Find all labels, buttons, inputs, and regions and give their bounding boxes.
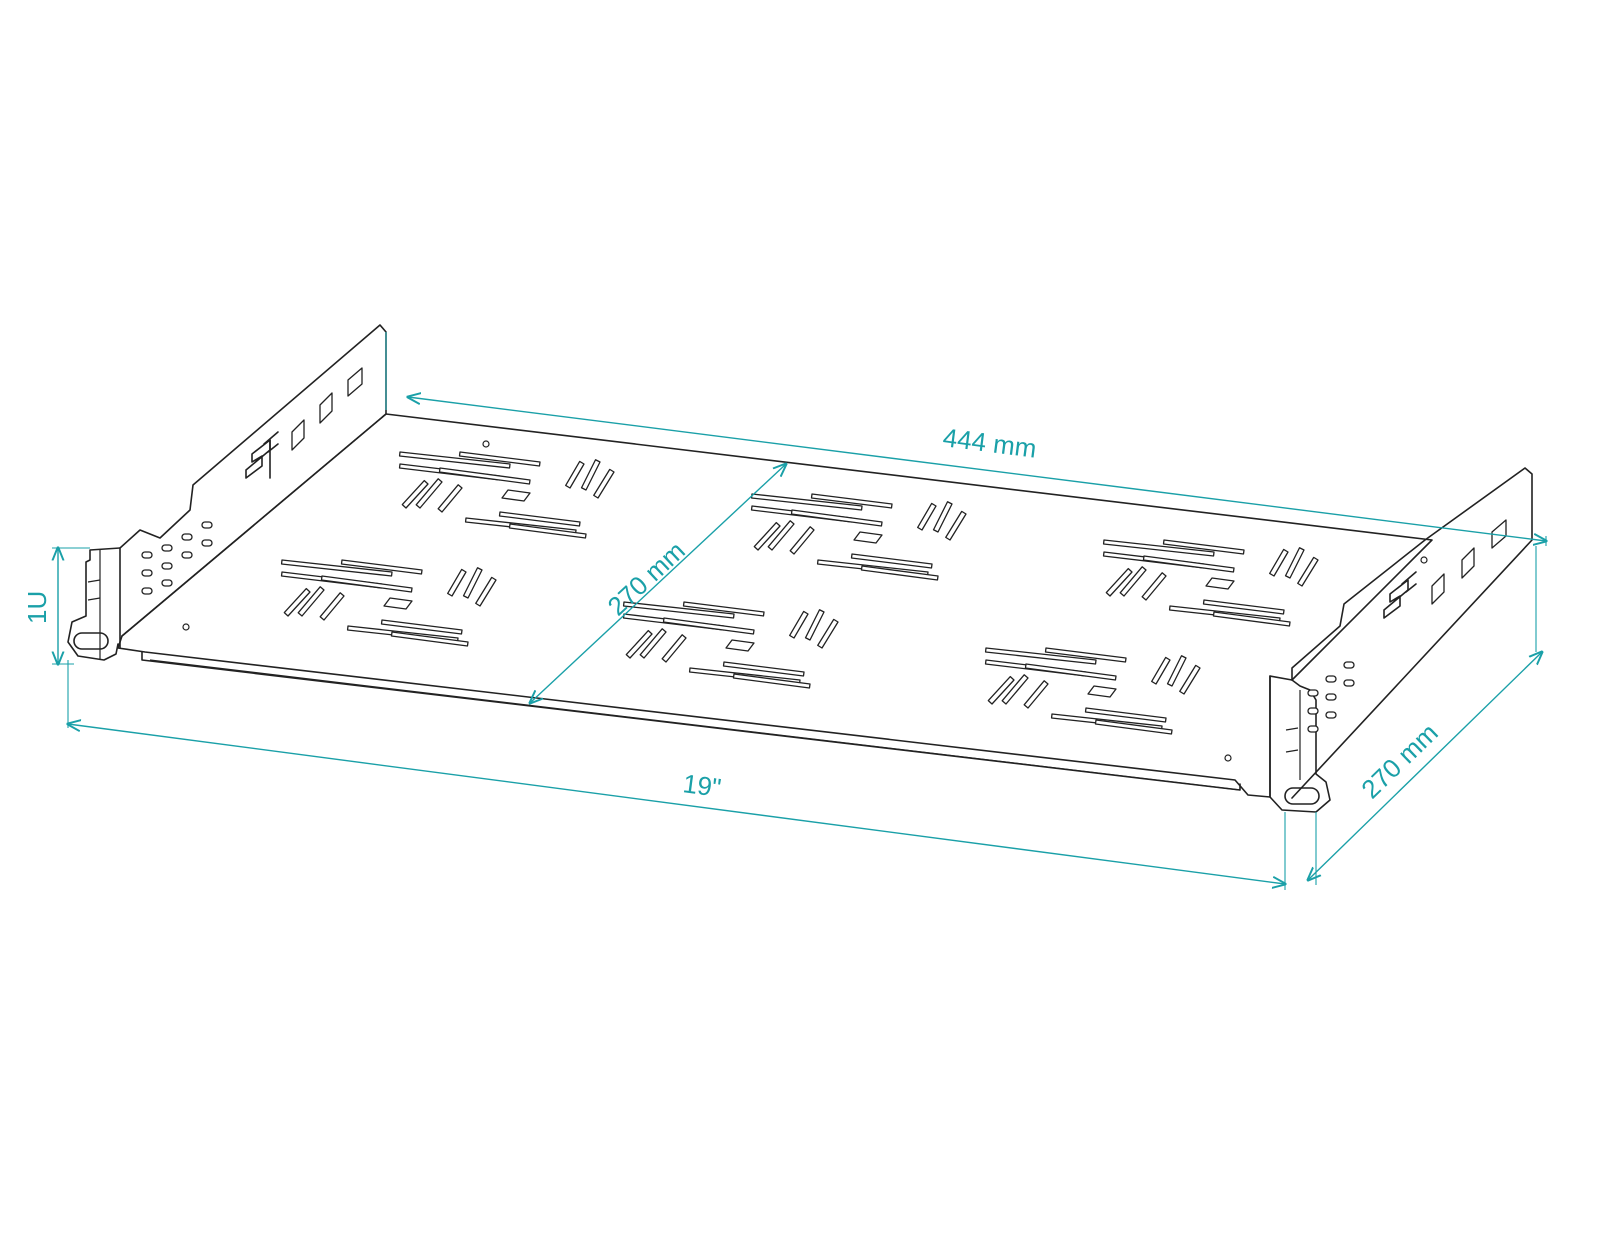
slot-group-left-front — [280, 559, 497, 647]
vent-slot — [945, 510, 967, 541]
vent-slot — [661, 634, 687, 663]
vent-slot — [340, 559, 423, 575]
vent-slot — [804, 609, 825, 641]
vent-slot — [789, 526, 815, 555]
dimension-label-rack-width: 19" — [681, 768, 723, 803]
vent-slot — [1297, 556, 1319, 587]
slot-group-center-front — [622, 601, 839, 689]
dimension-label-width: 444 mm — [941, 422, 1038, 464]
vent-slot — [850, 553, 933, 569]
vent-slot — [1023, 680, 1049, 709]
vent-slot — [462, 567, 483, 599]
vent-slot — [1119, 566, 1147, 597]
vent-slot — [447, 568, 467, 597]
vent-slot — [475, 576, 497, 607]
floor-hole — [1420, 556, 1428, 564]
floor-hole — [1224, 754, 1232, 762]
vent-square — [853, 531, 883, 544]
vent-slot — [1044, 647, 1127, 663]
vent-slot — [319, 592, 345, 621]
left-side-wall — [119, 324, 387, 649]
vent-square — [725, 639, 755, 652]
vent-slot — [1284, 547, 1305, 579]
dimension-270-side: 270 mm — [1308, 546, 1542, 885]
slot-group-center-back — [750, 493, 967, 581]
vent-slot — [1141, 572, 1167, 601]
vent-slot — [320, 575, 413, 593]
vent-square — [1205, 577, 1235, 590]
vent-slot — [1105, 567, 1133, 597]
vent-slot — [565, 460, 585, 489]
vent-slot — [1202, 599, 1285, 615]
floor-slot-patterns — [280, 451, 1319, 735]
vent-slot — [438, 467, 531, 485]
vent-slot — [1166, 655, 1187, 687]
vent-slot — [390, 631, 469, 647]
vent-slot — [817, 618, 839, 649]
logo-left — [245, 431, 279, 479]
vent-slot — [280, 559, 393, 577]
vent-slot — [593, 468, 615, 499]
vent-slot — [860, 565, 939, 581]
dimension-1u: 1U — [22, 548, 90, 664]
vent-slot — [984, 647, 1097, 665]
vent-slot — [1269, 548, 1289, 577]
vent-slot — [1151, 656, 1171, 685]
vent-slot — [437, 484, 463, 513]
vent-slot — [917, 502, 937, 531]
slot-group-right-front — [984, 647, 1201, 735]
floor-hole — [482, 440, 490, 448]
dimension-19in: 19" — [68, 660, 1285, 890]
vent-slot — [1001, 674, 1029, 705]
vent-slot — [790, 509, 883, 527]
vent-square — [501, 489, 531, 502]
vent-slot — [380, 619, 463, 635]
vent-square — [1087, 685, 1117, 698]
floor-hole — [182, 623, 190, 631]
vent-slot — [1179, 664, 1201, 695]
vent-slot — [283, 587, 311, 617]
left-ear-hole — [73, 632, 109, 650]
vent-slot — [789, 610, 809, 639]
left-ear — [67, 547, 121, 661]
vent-slot — [1142, 555, 1235, 573]
vent-square — [383, 597, 413, 610]
left-wall-vents — [141, 521, 213, 595]
left-wall-windows — [291, 367, 363, 451]
vent-slot — [987, 675, 1015, 705]
vent-slot — [662, 617, 755, 635]
vent-slot — [1212, 611, 1291, 627]
right-wall-windows — [1431, 519, 1507, 605]
vent-slot — [1024, 663, 1117, 681]
slot-group-left-back — [398, 451, 615, 539]
logo-right — [1383, 571, 1417, 619]
vent-slot — [297, 586, 325, 617]
right-ear-hole — [1284, 787, 1320, 805]
slot-group-right-back — [1102, 539, 1319, 627]
dimension-label-height: 1U — [22, 591, 52, 624]
